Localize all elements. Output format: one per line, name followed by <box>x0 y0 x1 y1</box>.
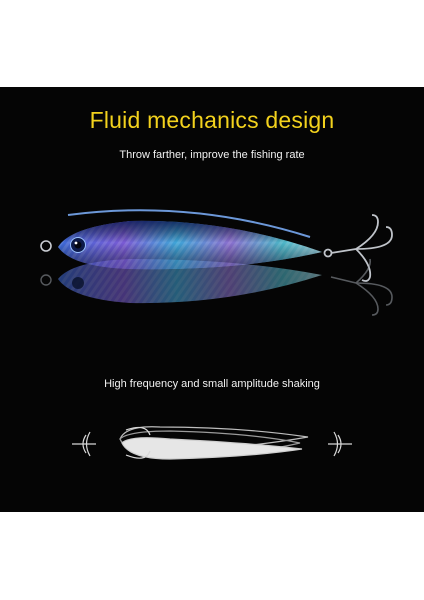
lure-body <box>58 209 322 270</box>
lure-eye-icon <box>70 237 86 253</box>
caption: High frequency and small amplitude shaki… <box>104 378 320 390</box>
subheadline: Throw farther, improve the fishing rate <box>119 149 305 161</box>
right-motion-arrow-icon <box>328 431 352 457</box>
treble-hook-icon <box>323 214 393 282</box>
lure-illustration <box>40 209 393 460</box>
shaking-motion-diagram <box>72 426 352 460</box>
product-banner: Fluid mechanics design Throw farther, im… <box>0 87 424 512</box>
lure-reflection <box>40 258 393 316</box>
headline: Fluid mechanics design <box>89 107 335 133</box>
split-ring-icon <box>40 240 52 252</box>
left-motion-arrow-icon <box>72 431 96 457</box>
